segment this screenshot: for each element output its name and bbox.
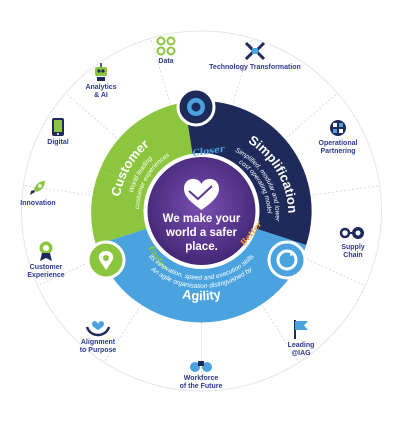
segment-label: Alignment to Purpose bbox=[79, 339, 117, 354]
core-circle bbox=[147, 157, 256, 265]
segment-divider bbox=[285, 92, 338, 138]
segment-divider bbox=[37, 257, 100, 287]
connector-closer: Closer bbox=[192, 144, 226, 159]
segment-label: Digital bbox=[47, 139, 69, 146]
segment-label: Leading @IAG bbox=[287, 342, 315, 357]
segment-customer-experience: Customer Experience bbox=[9, 240, 83, 280]
segment-divider bbox=[261, 305, 300, 363]
binoculars-icon bbox=[190, 361, 212, 372]
technology-transformation-icon bbox=[244, 41, 266, 61]
segment-leading-iag: Leading @IAG bbox=[264, 318, 338, 358]
segment-divider bbox=[150, 38, 171, 104]
core-text-line-2: world a safer bbox=[165, 227, 237, 239]
segment-alignment-to-purpose: Alignment to Purpose bbox=[61, 315, 135, 355]
segment-label: Customer Experience bbox=[27, 264, 65, 279]
segment-data: Data bbox=[129, 36, 203, 66]
segment-workforce-of-the-future: Workforce of the Future bbox=[164, 357, 238, 391]
segment-label: Operational Partnering bbox=[318, 140, 358, 155]
supply-chain-icon bbox=[339, 227, 364, 239]
core-text-line-3: place. bbox=[185, 241, 218, 253]
segment-label: Supply Chain bbox=[341, 244, 365, 259]
segment-divider bbox=[232, 38, 253, 104]
segment-label: Workforce of the Future bbox=[179, 375, 223, 390]
agility-badge bbox=[267, 240, 307, 280]
segment-label: Data bbox=[158, 58, 174, 65]
segment-divider bbox=[303, 257, 366, 287]
operational-partnering-icon bbox=[330, 120, 346, 136]
segment-divider bbox=[312, 184, 380, 196]
segment-divider bbox=[103, 305, 142, 363]
core-text-line-1: We make your bbox=[163, 213, 241, 225]
segment-innovation: Innovation bbox=[1, 178, 75, 208]
segment-label: Innovation bbox=[20, 200, 56, 207]
ribbon-icon bbox=[39, 241, 53, 261]
hands-heart-icon bbox=[85, 321, 111, 337]
tablet-icon bbox=[52, 118, 64, 136]
segment-divider bbox=[23, 184, 91, 196]
rocket-icon bbox=[30, 181, 45, 195]
segment-divider bbox=[65, 92, 118, 138]
segment-label: Technology Transformation bbox=[209, 64, 301, 71]
robot-icon bbox=[95, 63, 107, 81]
flag-icon bbox=[294, 320, 308, 339]
segment-label: Analytics & AI bbox=[85, 84, 117, 99]
segment-analytics-ai: Analytics & AI bbox=[64, 62, 138, 100]
segment-digital: Digital bbox=[21, 117, 95, 147]
agility-title: Agility bbox=[181, 286, 222, 303]
segment-technology-transformation: Technology Transformation bbox=[203, 40, 307, 72]
data-icon bbox=[156, 36, 176, 56]
segment-operational-partnering: Operational Partnering bbox=[301, 118, 375, 156]
segment-supply-chain: Supply Chain bbox=[316, 224, 390, 260]
